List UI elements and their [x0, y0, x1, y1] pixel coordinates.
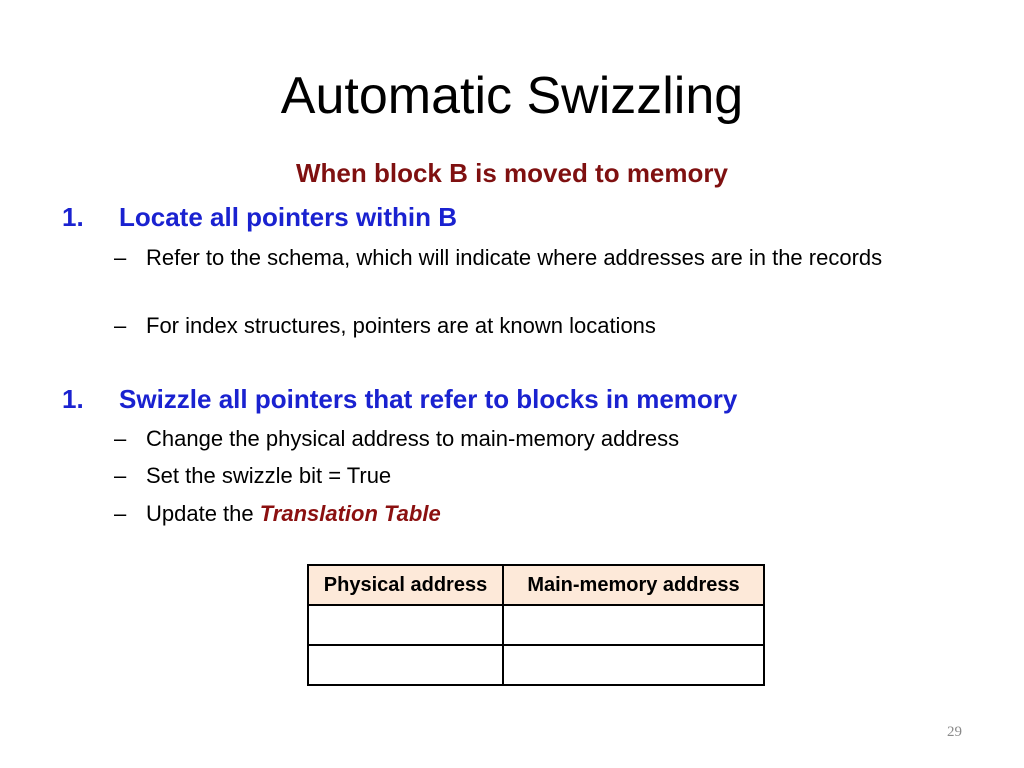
slide-subtitle: When block B is moved to memory — [296, 158, 728, 188]
bullet-item: – Set the swizzle bit = True — [114, 460, 946, 492]
bullet-text: Set the swizzle bit = True — [146, 463, 392, 488]
dash-marker: – — [114, 313, 127, 338]
bullet-text: Refer to the schema, which will indicate… — [146, 245, 883, 270]
dash-marker: – — [114, 426, 127, 451]
bullet-item: – Refer to the schema, which will indica… — [114, 242, 946, 274]
list-number: 1. — [62, 384, 84, 414]
table-header-row: Physical address Main-memory address — [307, 564, 765, 606]
bullet-item: – Update the Translation Table — [114, 498, 946, 530]
bullet-text: Update the — [146, 501, 260, 526]
bullet-text: For index structures, pointers are at kn… — [146, 313, 656, 338]
bullet-text: Change the physical address to main-memo… — [146, 426, 680, 451]
dash-marker: – — [114, 501, 127, 526]
bullet-item: – Change the physical address to main-me… — [114, 423, 946, 455]
table-row — [307, 604, 765, 646]
table-cell — [502, 644, 765, 686]
bullet-text-with-emphasis: Update the Translation Table — [146, 498, 946, 530]
table-cell — [307, 604, 504, 646]
list-number: 1. — [62, 202, 84, 232]
table-cell — [307, 644, 504, 686]
heading-text: Swizzle all pointers that refer to block… — [119, 384, 738, 414]
page-number: 29 — [947, 724, 962, 740]
column-header-main-memory-address: Main-memory address — [502, 564, 765, 606]
translation-table: Physical address Main-memory address — [307, 564, 765, 686]
heading-text: Locate all pointers within B — [119, 202, 458, 232]
slide-title: Automatic Swizzling — [280, 67, 744, 125]
dash-marker: – — [114, 245, 127, 270]
translation-table-emphasis: Translation Table — [259, 501, 441, 526]
table-cell — [502, 604, 765, 646]
bullet-item: – For index structures, pointers are at … — [114, 310, 946, 342]
column-header-physical-address: Physical address — [307, 564, 504, 606]
table-row — [307, 644, 765, 686]
dash-marker: – — [114, 463, 127, 488]
